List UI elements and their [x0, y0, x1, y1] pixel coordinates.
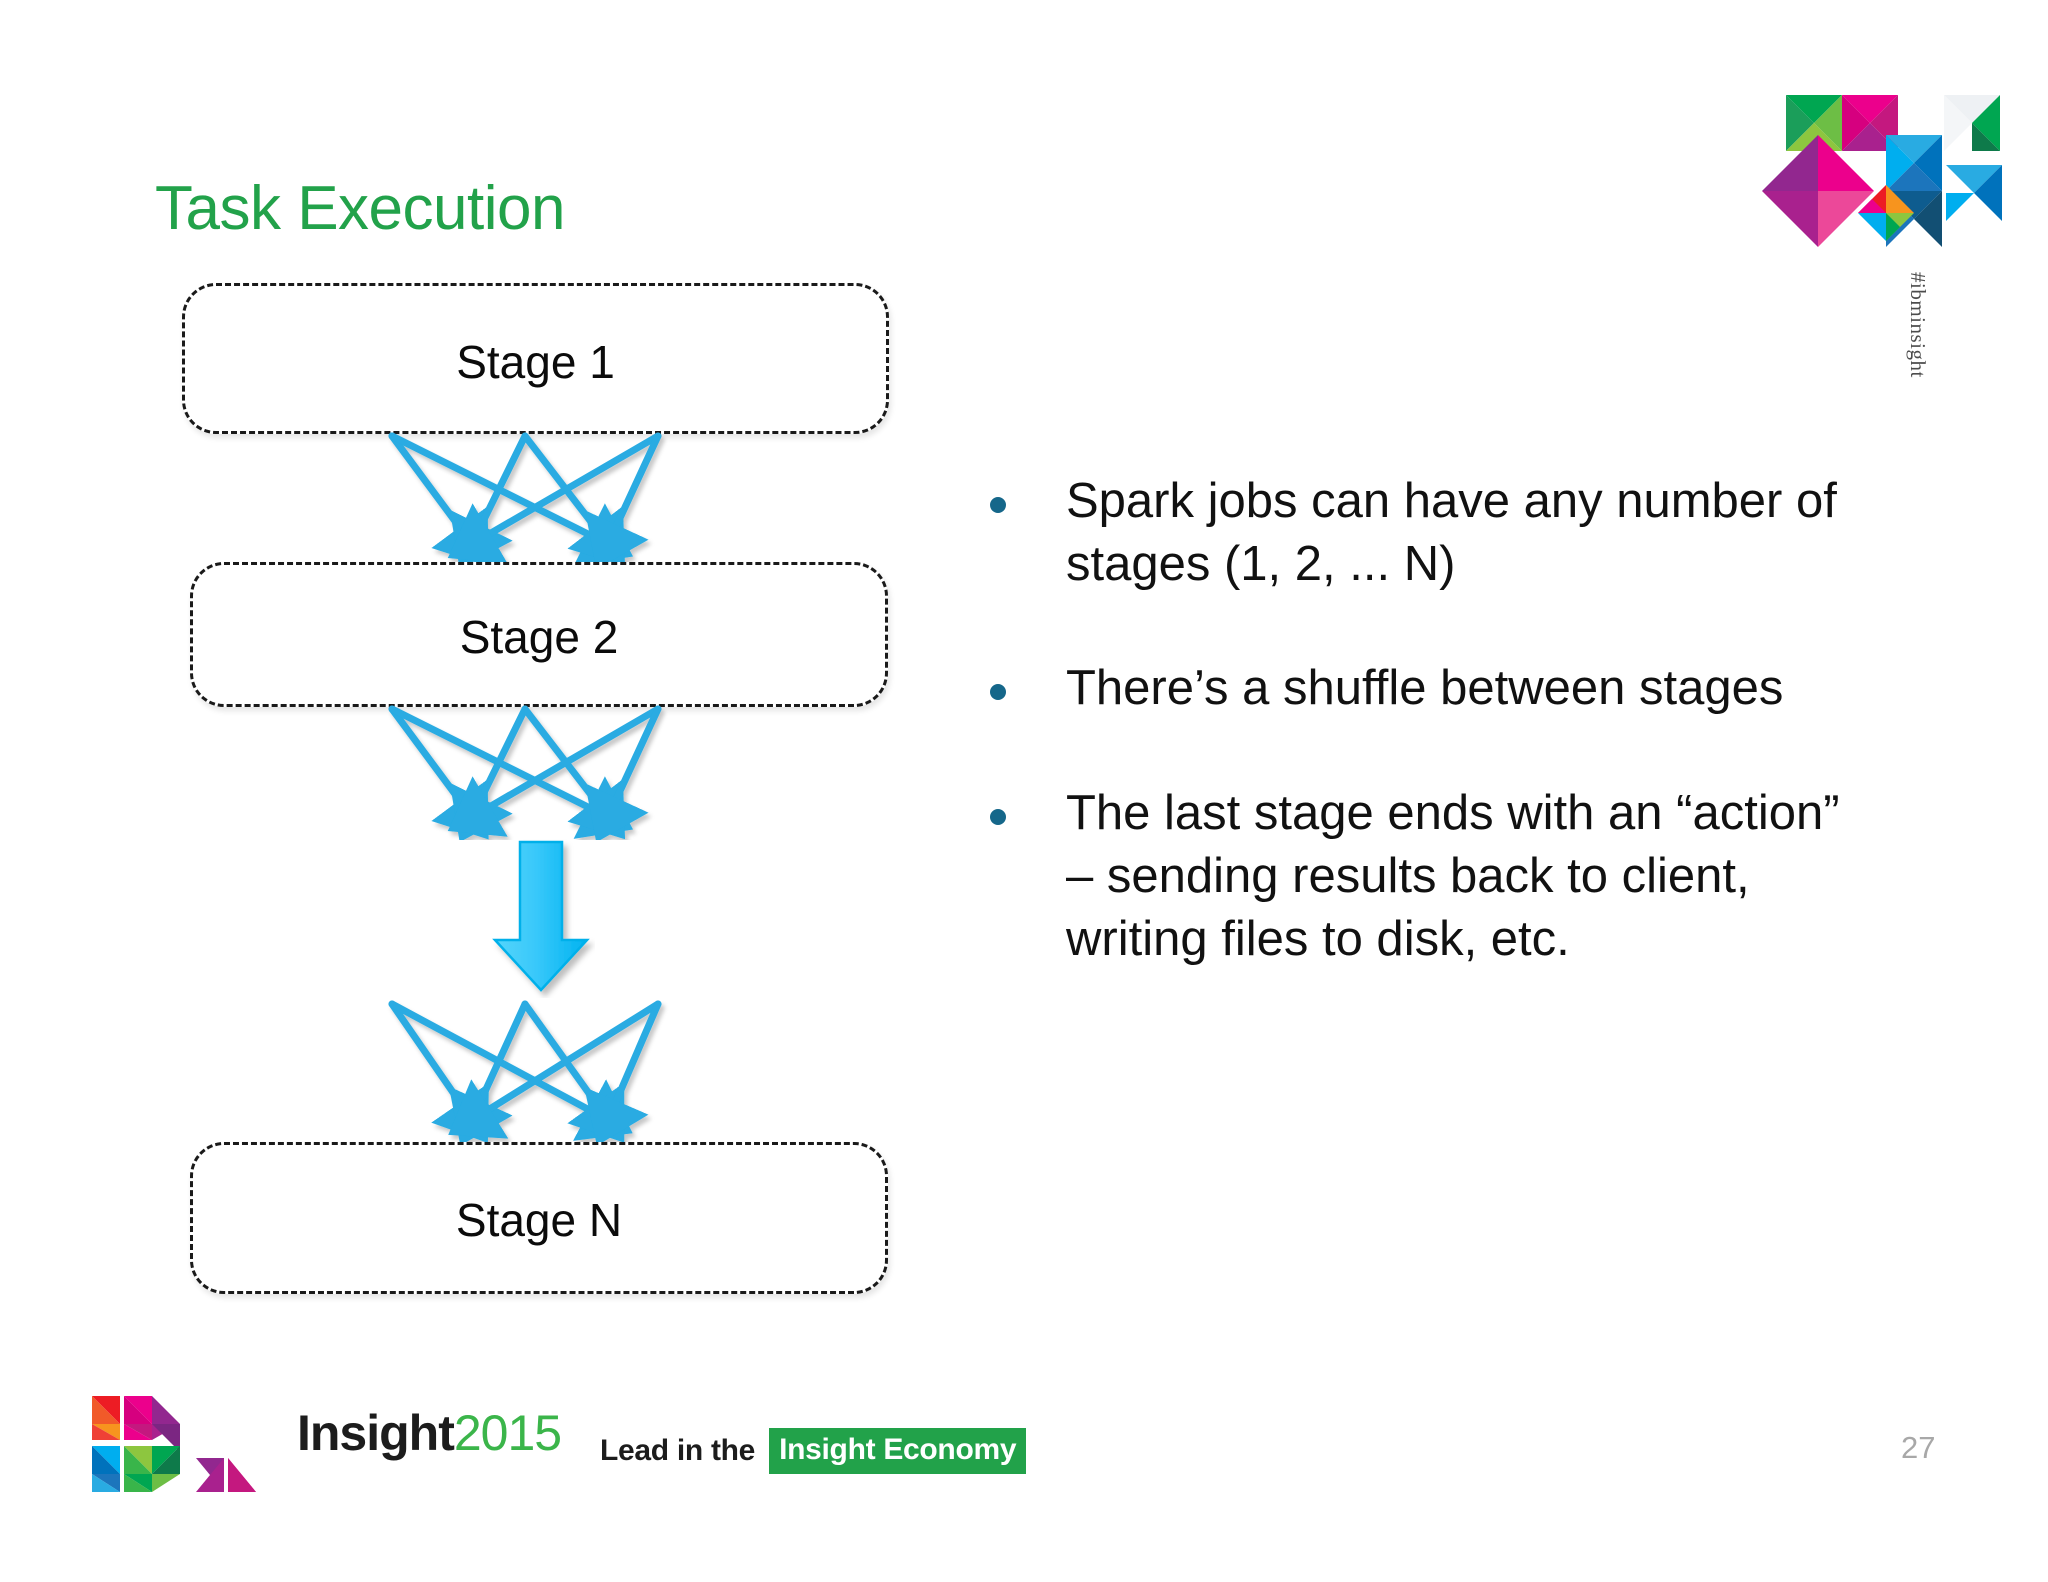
insight-wordmark: Insight2015: [297, 1405, 562, 1461]
wordmark-year: 2015: [453, 1405, 562, 1461]
shuffle-arrows-1: [370, 432, 680, 572]
stage-box-n: Stage N: [190, 1142, 888, 1294]
bullet-text: The last stage ends with an “action” – s…: [1066, 786, 1840, 966]
bullet-dot-icon: [990, 497, 1006, 513]
stage-label-n: Stage N: [455, 1194, 623, 1246]
tagline-highlight: Insight Economy: [769, 1428, 1027, 1474]
bullet-list: Spark jobs can have any number of stages…: [990, 470, 1960, 1032]
insight-footer-logo-icon: [88, 1392, 278, 1502]
bullet-dot-icon: [990, 684, 1006, 701]
hashtag-label: #ibminsight: [1906, 272, 1930, 378]
bullet-dot-icon: [990, 809, 1006, 826]
shuffle-arrows-2: [370, 705, 680, 845]
stage-box-1: Stage 1: [182, 283, 889, 434]
list-item: Spark jobs can have any number of stages…: [990, 470, 1960, 595]
stage-label-1: Stage 1: [456, 335, 615, 388]
list-item: There’s a shuffle between stages: [990, 657, 1960, 720]
stage-box-2: Stage 2: [190, 562, 888, 707]
page-title: Task Execution: [155, 174, 566, 243]
tagline-lead: Lead in the: [600, 1434, 756, 1467]
shuffle-arrows-3: [370, 1000, 680, 1150]
big-down-arrow-icon: [490, 838, 595, 1003]
page-number: 27: [1901, 1430, 1936, 1465]
list-item: The last stage ends with an “action” – s…: [990, 782, 1960, 970]
ibm-insight-logo-icon: [1758, 85, 2008, 265]
stage-label-2: Stage 2: [459, 610, 619, 663]
wordmark-name: Insight: [297, 1405, 455, 1461]
tagline: Lead in the Insight Economy: [600, 1428, 1027, 1474]
bullet-text: Spark jobs can have any number of stages…: [1066, 474, 1837, 591]
bullet-text: There’s a shuffle between stages: [1066, 661, 1784, 716]
